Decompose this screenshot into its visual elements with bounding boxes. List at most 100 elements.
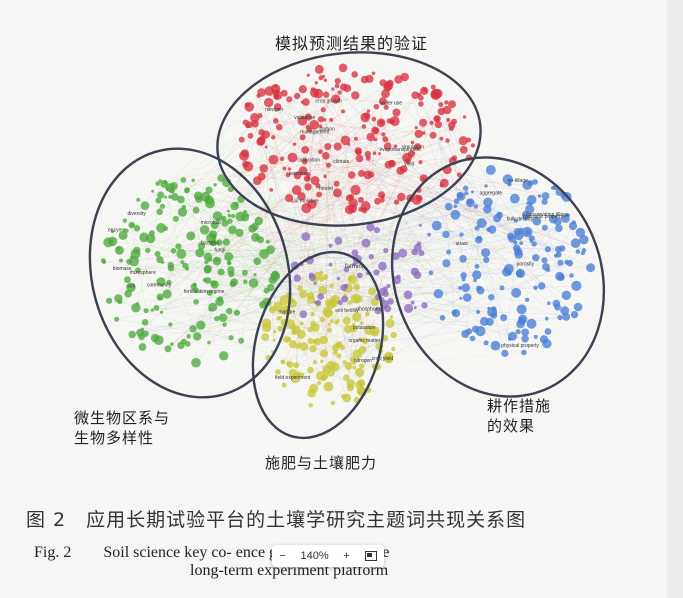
- keyword-node: [231, 213, 236, 219]
- keyword-node: [386, 284, 391, 288]
- keyword-node: [490, 340, 501, 351]
- keyword-node: [261, 322, 272, 333]
- keyword-node: [238, 136, 245, 143]
- network-edge: [170, 267, 346, 287]
- keyword-node: [461, 277, 466, 282]
- keyword-label: enzyme: [108, 227, 126, 233]
- network-edge: [308, 174, 513, 337]
- keyword-node: [265, 239, 270, 244]
- keyword-node: [473, 204, 479, 209]
- keyword-node: [413, 271, 422, 280]
- keyword-label: fertilization regime: [184, 289, 225, 295]
- keyword-node: [304, 183, 312, 191]
- keyword-node: [356, 272, 363, 279]
- network-edge: [255, 237, 354, 360]
- keyword-node: [328, 262, 333, 267]
- keyword-node: [532, 216, 542, 226]
- keyword-node: [299, 321, 304, 326]
- keyword-node: [403, 290, 413, 300]
- keyword-node: [182, 262, 189, 269]
- keyword-node: [439, 136, 444, 141]
- keyword-node: [241, 269, 248, 276]
- keyword-node: [292, 142, 297, 146]
- keyword-node: [571, 280, 582, 291]
- network-edge: [120, 260, 339, 321]
- keyword-node: [371, 116, 377, 122]
- network-edge: [156, 201, 489, 309]
- keyword-node: [414, 129, 423, 139]
- keyword-node: [309, 120, 320, 130]
- keyword-node: [519, 241, 523, 246]
- keyword-node: [379, 197, 385, 203]
- keyword-node: [332, 350, 338, 355]
- keyword-node: [202, 277, 208, 283]
- network-edge: [261, 92, 392, 318]
- keyword-node: [342, 316, 351, 325]
- keyword-node: [341, 393, 347, 399]
- keyword-node: [257, 113, 263, 119]
- keyword-node: [463, 185, 469, 191]
- keyword-label: water use: [380, 100, 402, 106]
- keyword-node: [379, 119, 385, 125]
- keyword-label: calibration: [297, 158, 320, 164]
- keyword-label: conservation tillage: [526, 212, 569, 218]
- keyword-node: [474, 225, 480, 231]
- keyword-node: [235, 228, 244, 237]
- keyword-label: leaching: [289, 171, 308, 177]
- network-edge: [173, 135, 251, 187]
- keyword-node: [371, 71, 376, 76]
- scrollbar-track[interactable]: [667, 0, 683, 598]
- network-edge: [253, 218, 526, 284]
- keyword-node: [323, 174, 327, 179]
- keyword-node: [330, 400, 335, 406]
- keyword-node: [155, 197, 162, 204]
- keyword-node: [352, 262, 357, 267]
- keyword-node: [186, 231, 196, 241]
- network-edge: [217, 185, 442, 220]
- keyword-node: [266, 245, 275, 255]
- keyword-node: [304, 113, 312, 121]
- keyword-node: [422, 131, 426, 135]
- zoom-in-button[interactable]: +: [343, 550, 350, 562]
- keyword-node: [157, 191, 165, 199]
- keyword-node: [245, 213, 249, 217]
- keyword-node: [205, 186, 213, 194]
- keyword-node: [264, 86, 275, 96]
- network-edge: [198, 199, 216, 226]
- network-edge: [301, 262, 570, 376]
- keyword-node: [307, 366, 314, 374]
- keyword-node: [281, 382, 287, 388]
- keyword-node: [555, 251, 562, 258]
- keyword-node: [411, 248, 418, 256]
- keyword-node: [458, 286, 463, 290]
- network-edge: [283, 92, 358, 355]
- network-edge: [359, 252, 584, 373]
- zoom-out-button[interactable]: −: [279, 550, 286, 562]
- network-edge: [216, 164, 329, 261]
- network-edge: [337, 302, 351, 321]
- network-edge: [277, 158, 360, 307]
- network-edge: [260, 239, 360, 373]
- fit-to-page-icon[interactable]: [364, 551, 377, 561]
- network-edge: [437, 93, 493, 230]
- network-edge: [167, 302, 334, 350]
- keyword-node: [418, 160, 423, 165]
- keyword-node: [458, 136, 468, 146]
- network-edge: [183, 179, 561, 318]
- keyword-node: [381, 89, 390, 99]
- keyword-node: [353, 283, 361, 291]
- keyword-node: [383, 104, 389, 110]
- keyword-node: [313, 281, 317, 285]
- keyword-node: [439, 315, 446, 321]
- keyword-node: [196, 320, 206, 330]
- network-edge: [291, 220, 516, 301]
- network-edge: [423, 179, 480, 289]
- keyword-node: [323, 78, 328, 82]
- keyword-node: [459, 145, 468, 154]
- keyword-node: [298, 85, 307, 94]
- network-edge: [527, 232, 577, 287]
- keyword-node: [322, 373, 329, 380]
- keyword-node: [476, 218, 487, 229]
- network-edge: [209, 157, 455, 260]
- keyword-node: [544, 246, 552, 253]
